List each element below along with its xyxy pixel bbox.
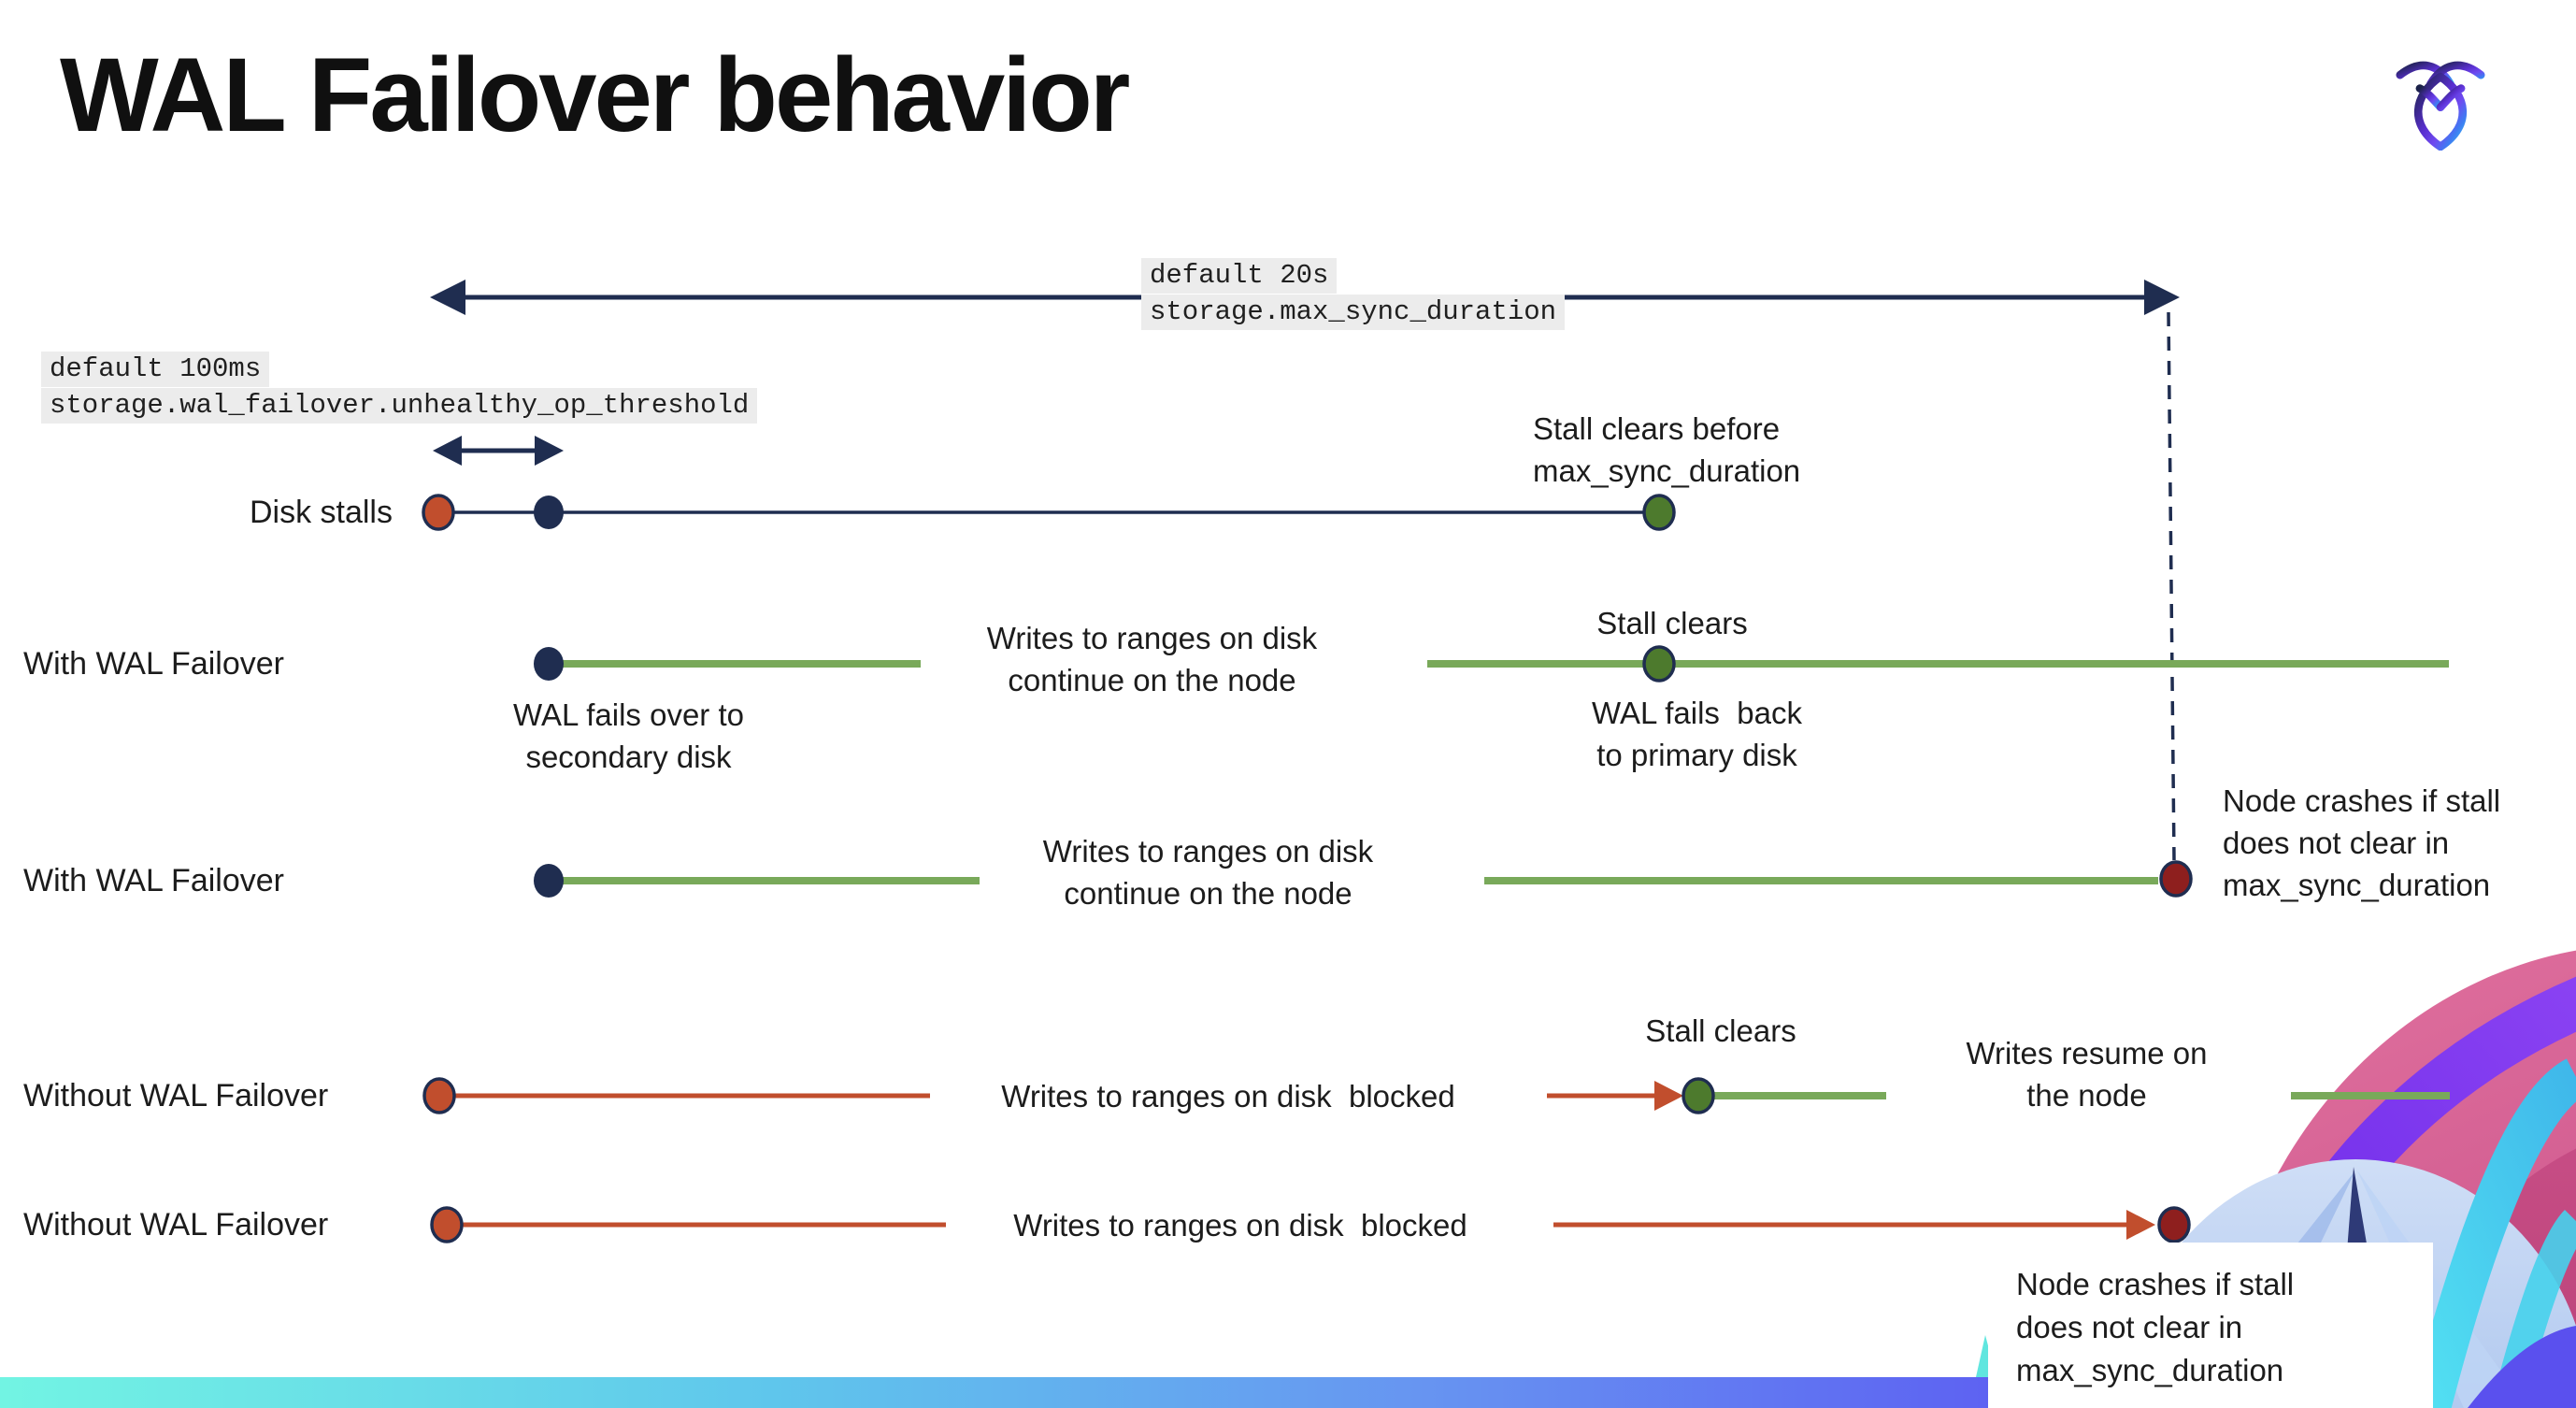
red-arrowhead: [2126, 1210, 2155, 1240]
max-sync-setting-label: storage.max_sync_duration: [1141, 295, 1566, 330]
writes-resume-note: Writes resume on the node: [1966, 1036, 2208, 1113]
node-crash-dot: [2159, 860, 2193, 898]
stall-clears-dot: [1642, 494, 1676, 531]
failover-dot: [534, 864, 564, 898]
disk-stall-start-dot: [422, 1077, 456, 1114]
row-label-with-wal-failover: With WAL Failover: [23, 863, 284, 898]
node-crash-dot: [2157, 1206, 2191, 1243]
without-failover-crash-timeline: [430, 1206, 2191, 1243]
writes-continue-note: Writes to ranges on disk continue on the…: [986, 621, 1318, 697]
with-failover-crash-timeline: [534, 860, 2193, 898]
cockroachdb-roach-icon: [2396, 61, 2485, 151]
stall-clears-note: Stall clears: [1596, 606, 1748, 640]
stall-clears-dot: [1682, 1077, 1715, 1114]
arrowhead-right: [2144, 280, 2180, 315]
node-crash-callout-box: Node crashes if stall does not clear in …: [1988, 1243, 2433, 1408]
writes-blocked-note: Writes to ranges on disk blocked: [1001, 1079, 1455, 1113]
stall-clears-dot: [1642, 645, 1676, 682]
node-crash-note: Node crashes if stall does not clear in …: [2223, 783, 2501, 902]
row-label-disk-stalls: Disk stalls: [249, 495, 393, 530]
without-failover-clears-timeline: [422, 1077, 2450, 1114]
threshold-default-label: default 100ms: [41, 352, 270, 387]
disk-stall-start-dot: [430, 1206, 464, 1243]
writes-continue-note: Writes to ranges on disk continue on the…: [1042, 834, 1374, 911]
writes-blocked-note: Writes to ranges on disk blocked: [1013, 1208, 1467, 1243]
arrowhead-left: [433, 436, 462, 466]
row-label-without-wal-failover: Without WAL Failover: [23, 1207, 329, 1243]
disk-stalls-timeline: [422, 494, 1676, 531]
row-label-with-wal-failover: With WAL Failover: [23, 646, 284, 682]
page-title: WAL Failover behavior: [60, 36, 1130, 153]
node-crash-note: Node crashes if stall does not clear in …: [2016, 1267, 2295, 1387]
stall-clears-note: Stall clears: [1645, 1013, 1796, 1048]
threshold-setting-label: storage.wal_failover.unhealthy_op_thresh…: [41, 388, 758, 424]
max-sync-default-label: default 20s: [1141, 258, 1338, 294]
disk-stall-start-dot: [422, 494, 455, 531]
stall-clears-before-note: Stall clears before max_sync_duration: [1533, 411, 1801, 488]
red-arrowhead: [1654, 1081, 1683, 1111]
failover-secondary-note: WAL fails over to secondary disk: [513, 697, 744, 774]
arrowhead-right: [535, 436, 564, 466]
deadline-dashed-line: [2167, 311, 2176, 861]
failback-primary-note: WAL fails back to primary disk: [1592, 696, 1802, 772]
row-label-without-wal-failover: Without WAL Failover: [23, 1078, 329, 1113]
failover-dot: [534, 647, 564, 681]
arrowhead-left: [430, 280, 465, 315]
unhealthy-op-threshold-arrow: [433, 436, 564, 466]
threshold-reached-dot: [534, 496, 564, 529]
with-failover-clears-timeline: [534, 645, 2449, 682]
